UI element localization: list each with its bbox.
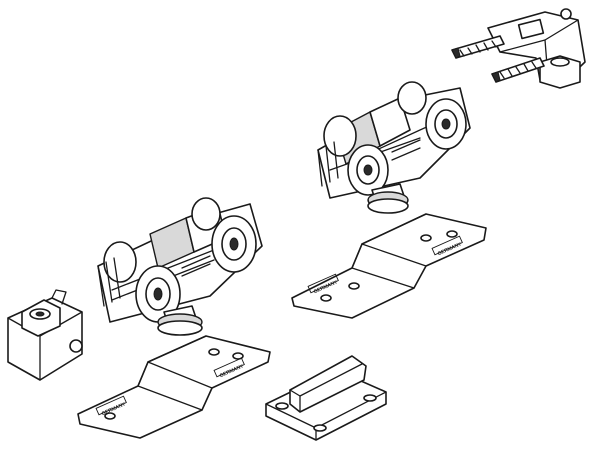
catcher-unit bbox=[451, 8, 586, 89]
stopper-block bbox=[7, 289, 83, 381]
mounting-plate-back: GERMANY GERMANY bbox=[291, 213, 487, 319]
mounting-plate-front-left: GERMANY GERMANY bbox=[77, 335, 271, 439]
roller-carriage-lower bbox=[97, 197, 263, 336]
floor-guide bbox=[265, 355, 387, 441]
roller-carriage-upper bbox=[317, 81, 471, 214]
